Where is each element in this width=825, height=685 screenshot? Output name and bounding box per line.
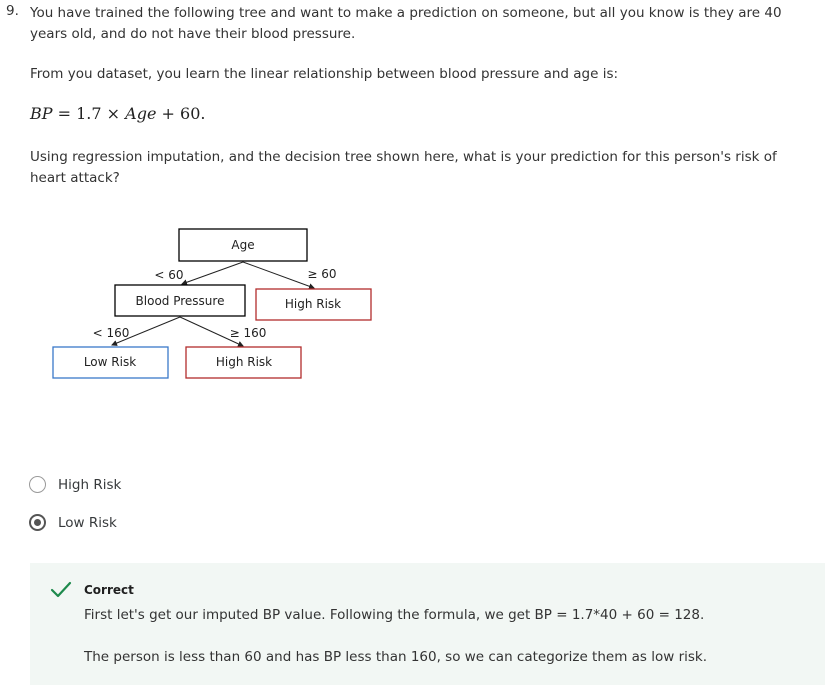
formula-plus: + xyxy=(161,104,175,123)
leaf-high-risk-bp xyxy=(185,346,302,379)
leaf-high-risk-bp-label: High Risk xyxy=(216,355,272,369)
node-age-label: Age xyxy=(231,238,254,252)
leaf-high-risk-age-label: High Risk xyxy=(285,297,341,311)
option-high-risk-label: High Risk xyxy=(58,476,122,493)
radio-low-risk[interactable] xyxy=(29,514,46,531)
question-prompt: Using regression imputation, and the dec… xyxy=(30,149,777,186)
formula-times: × xyxy=(106,104,121,123)
formula-variable: Age xyxy=(125,104,157,123)
decision-tree: Age < 60 ≥ 60 Blood Pressure High Risk <… xyxy=(52,228,372,379)
question-number: 9. xyxy=(6,3,19,19)
radio-high-risk[interactable] xyxy=(29,476,46,493)
question-text: You have trained the following tree and … xyxy=(30,5,782,42)
feedback-line-1: First let's get our imputed BP value. Fo… xyxy=(84,607,705,623)
leaf-low-risk-label: Low Risk xyxy=(84,355,136,369)
formula-constant: 60. xyxy=(180,104,206,123)
relationship-intro: From you dataset, you learn the linear r… xyxy=(30,66,619,82)
option-low-risk[interactable]: Low Risk xyxy=(29,514,117,531)
edge-bp-right xyxy=(179,316,244,347)
checkmark-icon xyxy=(50,581,72,598)
node-age xyxy=(178,228,308,262)
node-blood-pressure xyxy=(114,284,246,317)
edge-bp-left xyxy=(111,316,181,346)
edge-label-ge160: ≥ 160 xyxy=(230,326,267,340)
node-blood-pressure-label: Blood Pressure xyxy=(136,294,225,308)
leaf-low-risk xyxy=(52,346,169,379)
edge-age-left xyxy=(181,261,244,286)
option-high-risk[interactable]: High Risk xyxy=(29,476,121,493)
option-low-risk-label: Low Risk xyxy=(58,514,117,531)
formula: BP = 1.7 × Age + 60. xyxy=(30,104,205,123)
feedback-status: Correct xyxy=(84,583,134,597)
formula-lhs: BP xyxy=(30,104,53,123)
edge-label-ge60: ≥ 60 xyxy=(307,267,336,281)
feedback-panel: Correct First let's get our imputed BP v… xyxy=(30,563,825,685)
feedback-line-2: The person is less than 60 and has BP le… xyxy=(84,649,708,665)
leaf-high-risk-age xyxy=(255,288,372,321)
edge-label-lt160: < 160 xyxy=(93,326,130,340)
edge-age-right xyxy=(242,261,315,290)
edge-label-lt60: < 60 xyxy=(154,268,183,282)
formula-coefficient: 1.7 xyxy=(76,104,102,123)
formula-equals: = xyxy=(57,104,72,123)
